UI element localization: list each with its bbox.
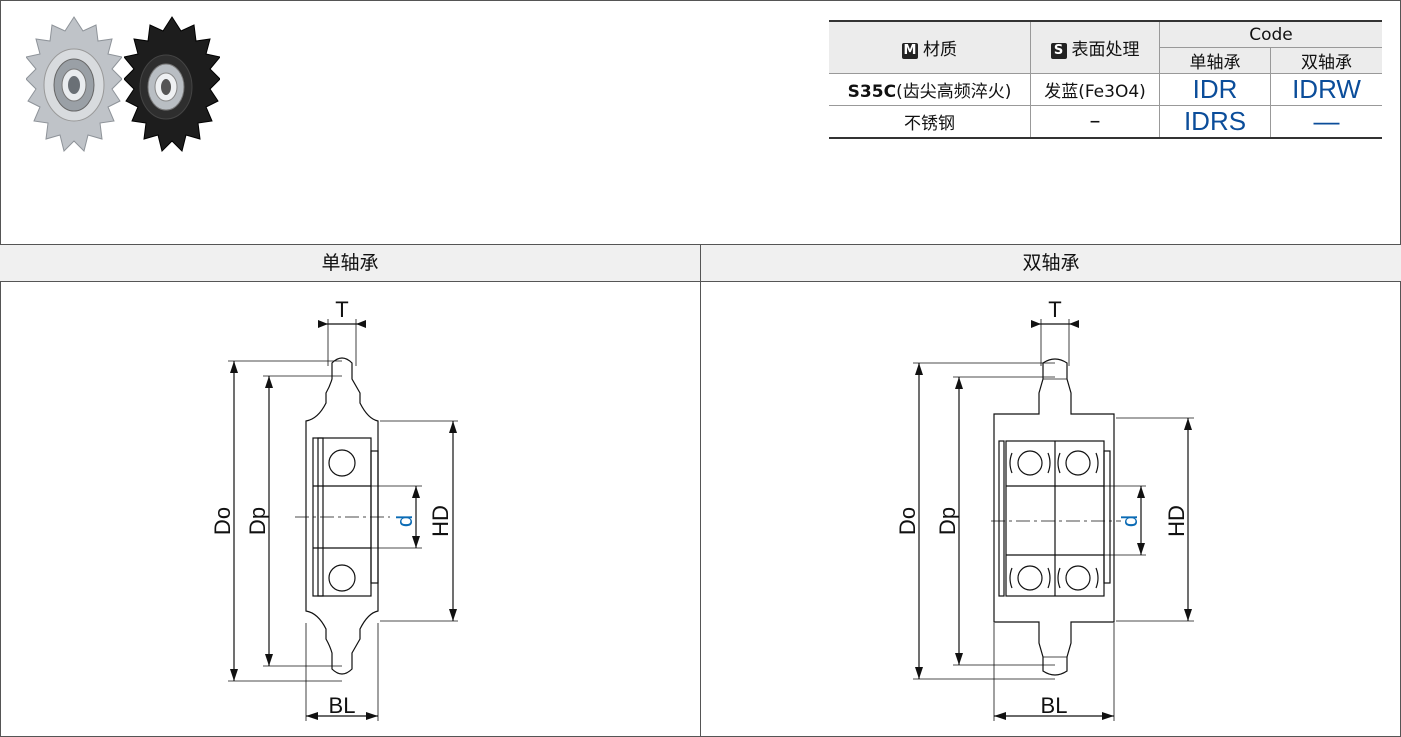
- dim-HD: HD: [1164, 505, 1189, 537]
- single-bearing-header: 单轴承: [1159, 47, 1271, 74]
- dim-T: T: [335, 297, 348, 322]
- double-bearing-header: 双轴承: [1270, 47, 1382, 74]
- dim-BL: BL: [329, 693, 356, 718]
- double-bearing-diagram: T Do Dp d HD BL: [895, 297, 1194, 721]
- dim-Do: Do: [210, 507, 235, 535]
- code-header: Code: [1159, 21, 1382, 48]
- dim-T: T: [1048, 297, 1061, 322]
- material-cell: S35C(齿尖高频淬火): [829, 73, 1031, 106]
- stainless-sprocket-photo: [26, 16, 122, 152]
- material-badge: M: [902, 43, 918, 59]
- section-divider: [700, 244, 701, 737]
- material-bold: S35C: [847, 82, 897, 102]
- code-single: IDRS: [1159, 105, 1271, 138]
- material-header: M 材质: [829, 21, 1031, 74]
- surface-cell: –: [1030, 105, 1160, 138]
- dim-BL: BL: [1041, 693, 1068, 718]
- dim-d: d: [1117, 515, 1142, 527]
- surface-cell: 发蓝(Fe3O4): [1030, 73, 1160, 106]
- material-note: (齿尖高频淬火): [896, 82, 1012, 102]
- surface-badge: S: [1050, 43, 1067, 59]
- double-bearing-title: 双轴承: [701, 244, 1401, 282]
- dim-Dp: Dp: [935, 507, 960, 535]
- code-single: IDR: [1159, 73, 1271, 106]
- dim-Dp: Dp: [245, 507, 270, 535]
- dim-Do: Do: [895, 507, 920, 535]
- dim-d: d: [392, 515, 417, 527]
- material-header-label: 材质: [923, 40, 957, 60]
- single-bearing-diagram: T Do Dp d HD BL: [210, 297, 458, 721]
- code-double: —: [1270, 105, 1382, 138]
- surface-header-label: 表面处理: [1071, 40, 1140, 60]
- single-bearing-title: 单轴承: [0, 244, 700, 282]
- black-sprocket-photo: [124, 16, 220, 152]
- dim-HD: HD: [428, 505, 453, 537]
- material-cell: 不锈钢: [829, 105, 1031, 138]
- code-double: IDRW: [1270, 73, 1382, 106]
- material-note: 不锈钢: [904, 114, 955, 134]
